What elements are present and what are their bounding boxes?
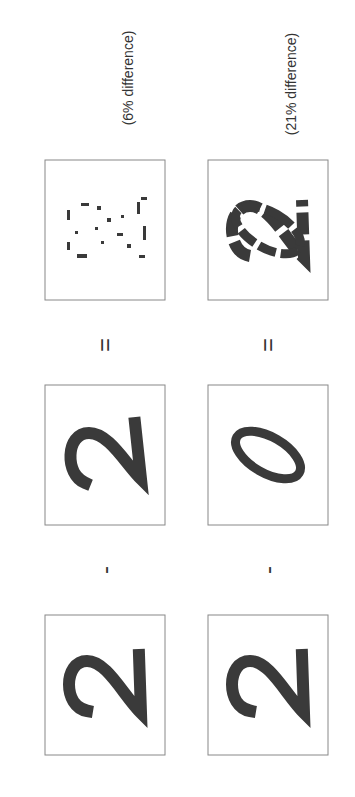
difference-note: (6% difference)	[121, 31, 135, 126]
minus-sign: -	[93, 566, 117, 574]
image-frame	[45, 385, 165, 525]
digit-zero	[228, 421, 308, 488]
image-frame	[45, 160, 165, 300]
image-frame	[208, 615, 328, 755]
image-frame	[45, 615, 165, 755]
digit-two	[70, 423, 141, 483]
minus-sign: -	[256, 566, 280, 574]
difference-pixels	[67, 197, 147, 258]
equals-sign: =	[256, 338, 280, 352]
difference-note: (21% difference)	[284, 33, 298, 135]
equals-sign: =	[93, 338, 117, 352]
image-frame	[208, 160, 328, 300]
image-frame	[208, 385, 328, 525]
digit-two	[69, 655, 141, 713]
difference-pixels	[228, 196, 308, 263]
digit-two	[232, 655, 304, 713]
